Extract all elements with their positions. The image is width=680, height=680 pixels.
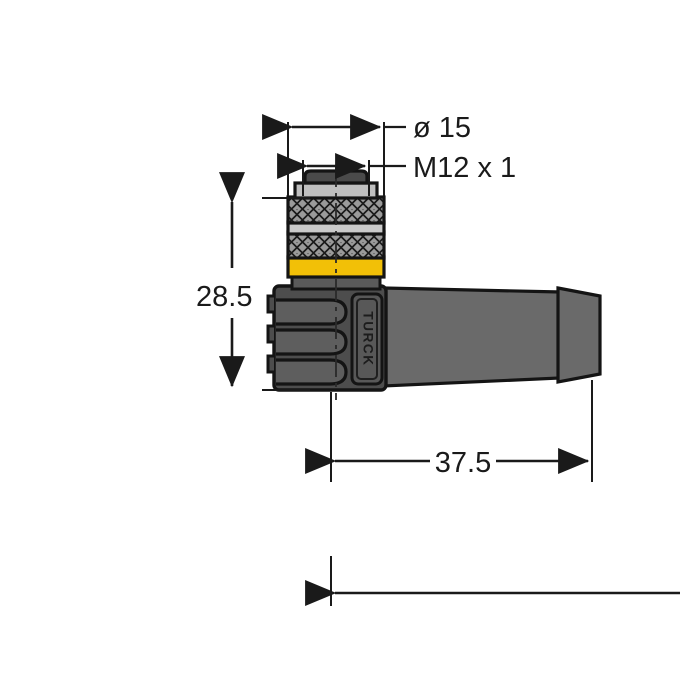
cable-and-strain-relief — [382, 286, 602, 388]
body-left-notches — [266, 294, 274, 374]
brand-plate-inner — [356, 298, 378, 380]
dimension-thread: M12 x 1 — [277, 152, 516, 196]
angled-body: TURCK — [266, 284, 388, 392]
dimension-label-thread: M12 x 1 — [413, 152, 516, 184]
cable-end — [556, 286, 602, 384]
dimension-label-height: 28.5 — [196, 281, 252, 313]
brand-plate — [350, 292, 384, 386]
dimension-label-length: 37.5 — [435, 447, 491, 479]
dimension-label-diameter: ø 15 — [413, 112, 471, 144]
dimension-cable-length — [305, 556, 680, 606]
dimension-length: 37.5 — [305, 380, 593, 482]
dimension-height: 28.5 — [196, 172, 310, 391]
dimension-diameter: ø 15 — [262, 112, 471, 196]
strain-relief-cone — [382, 286, 562, 388]
brand-label: TURCK — [360, 311, 375, 366]
